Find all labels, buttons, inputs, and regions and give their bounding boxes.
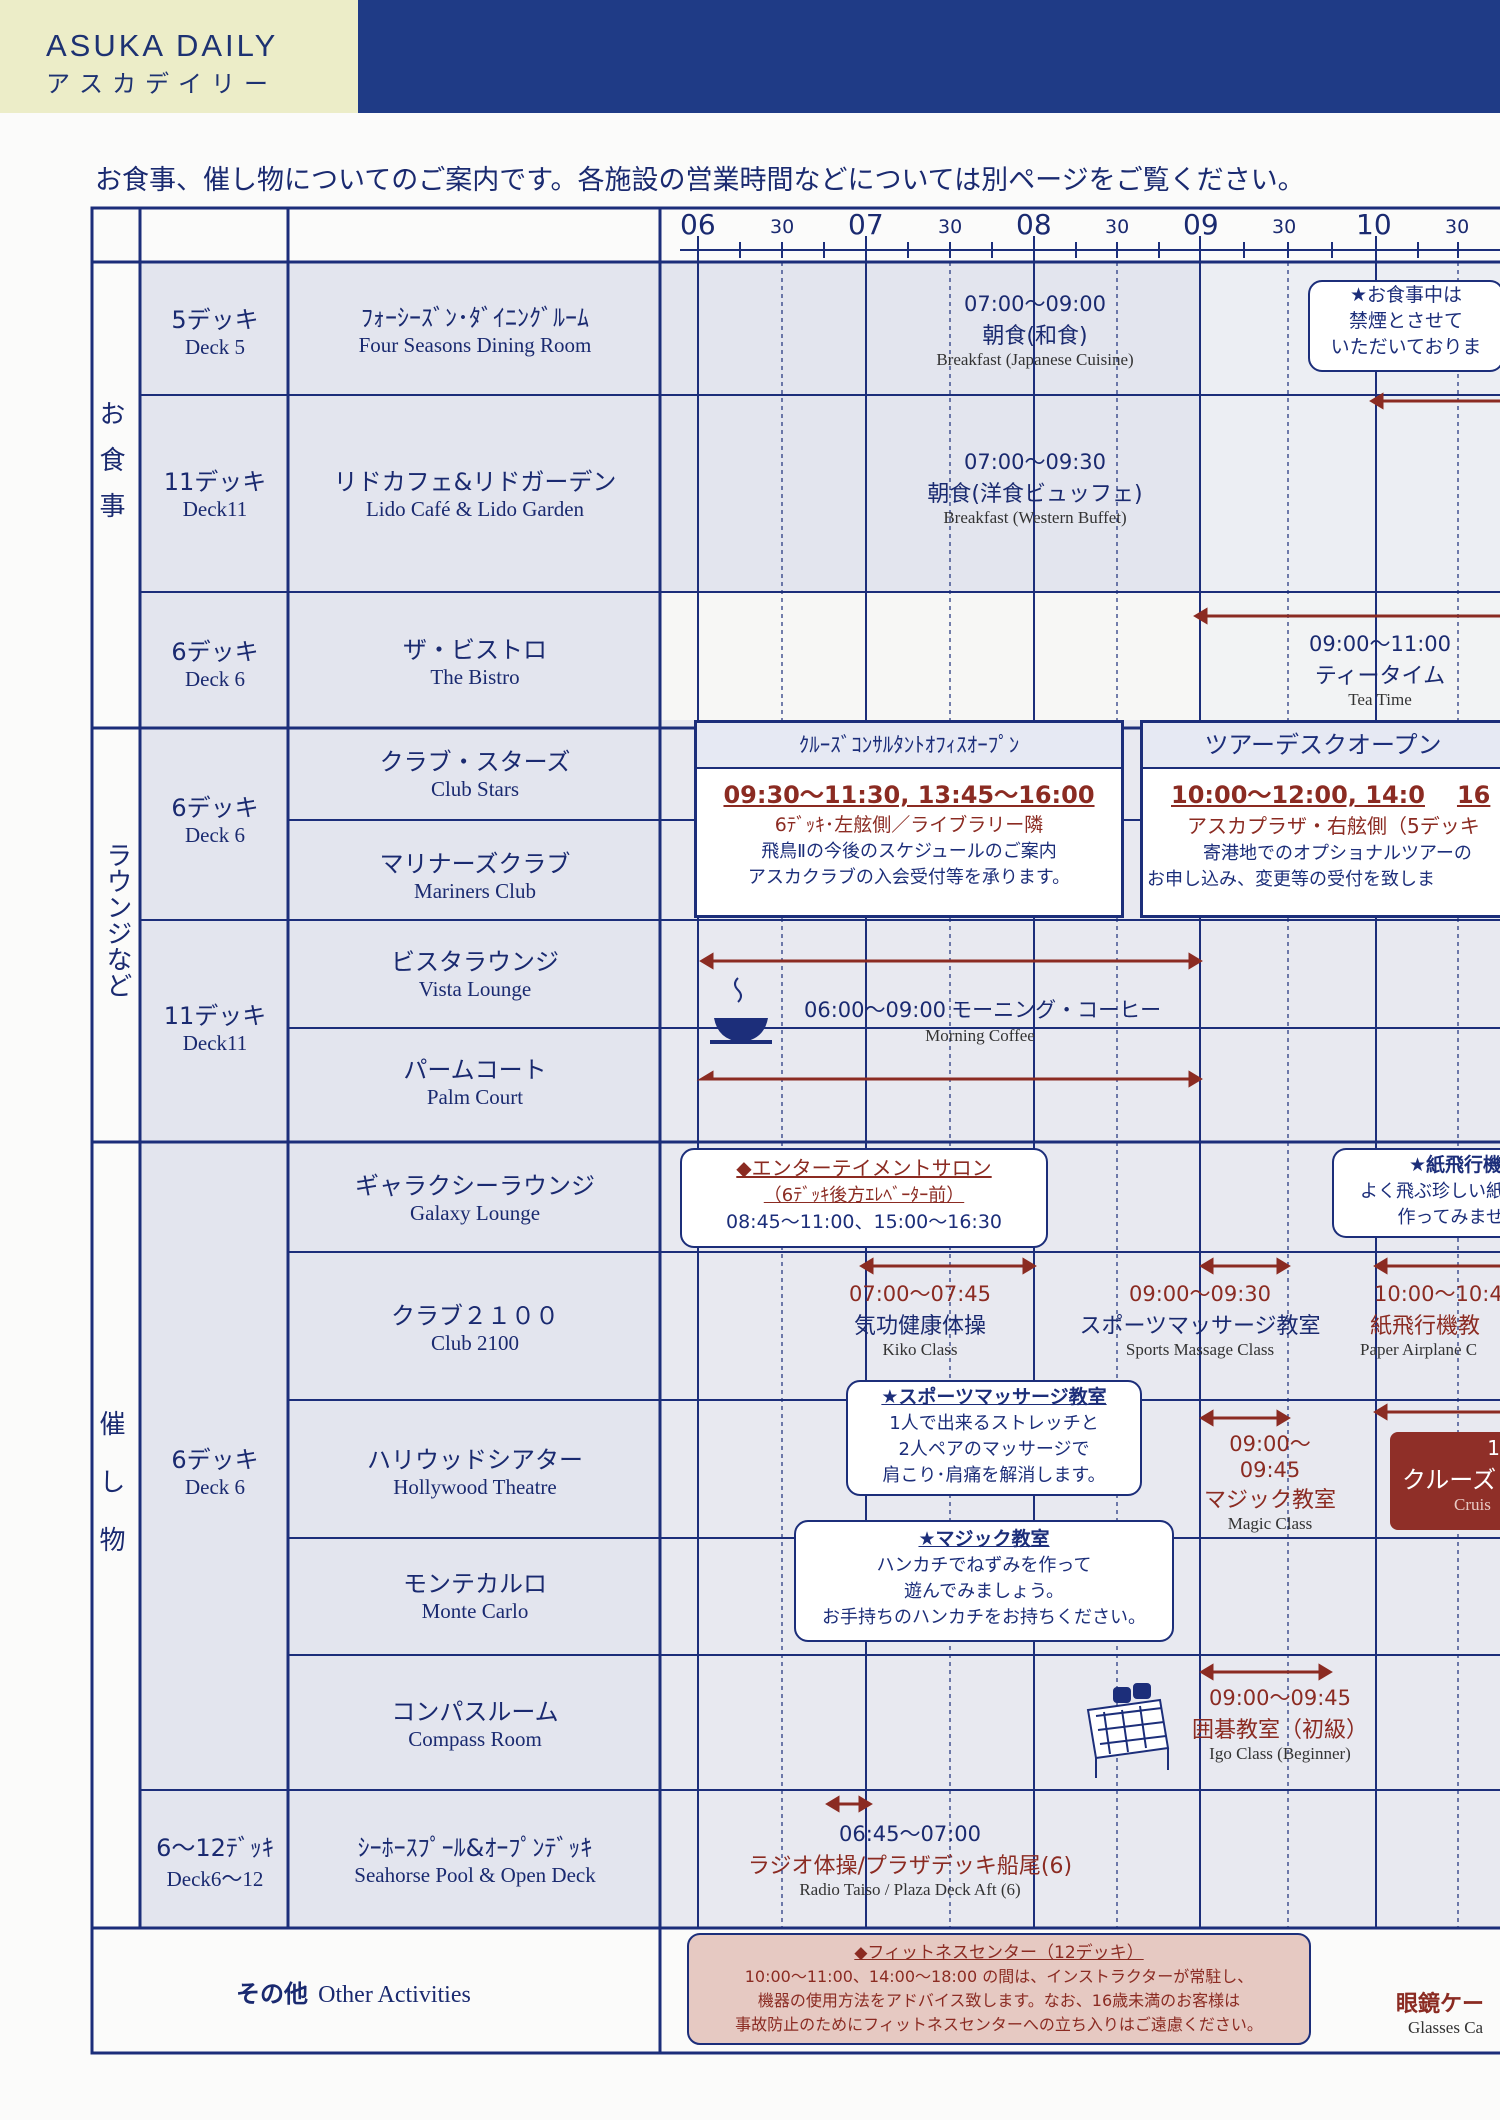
- event-glasses: 眼鏡ケー Glasses Ca: [1396, 1992, 1485, 2037]
- tick-08: 08: [1016, 208, 1052, 241]
- event-magic-class: 09:00〜09:45 マジック教室 Magic Class: [1203, 1432, 1336, 1533]
- magic-note-bubble: ★マジック教室 ハンカチでねずみを作って 遊んでみましょう。 お手持ちのハンカチ…: [794, 1520, 1174, 1642]
- brand-kana: アスカデイリー: [46, 70, 277, 98]
- sports-massage-note: ★スポーツマッサージ教室 1人で出来るストレッチと 2人ペアのマッサージで 肩こ…: [846, 1380, 1142, 1496]
- paper-airplane-note: ★紙飛行機 よく飛ぶ珍しい紙 作ってみませ: [1332, 1148, 1500, 1238]
- event-sports-massage: 09:00〜09:30 スポーツマッサージ教室 Sports Massage C…: [1079, 1282, 1321, 1359]
- category-dining: お食事: [95, 400, 125, 538]
- event-cruise: 1 クルーズ Cruis: [1402, 1436, 1500, 1514]
- brand-name: ASUKA DAILY: [46, 28, 279, 63]
- tick-0630: 30: [770, 216, 795, 238]
- event-paper-airplane: 10:00〜10:4 紙飛行機教 Paper Airplane C: [1360, 1282, 1500, 1359]
- event-radio-taiso: 06:45〜07:00 ラジオ体操/プラザデッキ船尾(6) Radio Tais…: [747, 1822, 1073, 1899]
- event-igo-class: 09:00〜09:45 囲碁教室（初級） Igo Class (Beginner…: [1191, 1686, 1368, 1763]
- tick-09: 09: [1183, 208, 1219, 241]
- igo-board-icon: [1086, 1683, 1170, 1778]
- tick-06: 06: [680, 208, 716, 241]
- entertainment-salon-bubble: ◆エンターテイメントサロン （6ﾃﾞｯｷ後方ｴﾚﾍﾞｰﾀｰ前） 08:45〜11…: [680, 1148, 1048, 1248]
- consultant-office-box: ｸﾙｰｽﾞｺﾝｻﾙﾀﾝﾄｵﾌｨｽｵｰﾌﾟﾝ 09:30〜11:30, 13:45…: [694, 720, 1124, 918]
- event-morning-coffee-en: Morning Coffee: [925, 1026, 1035, 1045]
- event-kiko: 07:00〜07:45 気功健康体操 Kiko Class: [848, 1282, 992, 1359]
- tick-1030: 30: [1445, 216, 1470, 238]
- event-morning-coffee: 06:00〜09:00 モーニング・コーヒー: [804, 998, 1162, 1022]
- other-activities-label: その他 Other Activities: [236, 1980, 471, 2008]
- fitness-center-note: ◆フィットネスセンター（12デッキ） 10:00〜11:00、14:00〜18:…: [735, 1943, 1263, 2034]
- intro-text: お食事、催し物についてのご案内です。各施設の営業時間などについては別ページをご覧…: [95, 165, 1305, 196]
- category-lounge: ラウンジなど: [102, 842, 132, 998]
- coffee-cup-icon: [710, 977, 772, 1044]
- event-breakfast-japanese: 07:00〜09:00 朝食(和食) Breakfast (Japanese C…: [936, 292, 1134, 369]
- event-breakfast-western: 07:00〜09:30 朝食(洋食ビュッフェ) Breakfast (Weste…: [927, 450, 1143, 527]
- tick-0730: 30: [938, 216, 963, 238]
- tick-07: 07: [848, 208, 884, 241]
- tick-10: 10: [1356, 208, 1392, 241]
- tick-0930: 30: [1272, 216, 1297, 238]
- logo-box: [0, 0, 358, 113]
- tick-0830: 30: [1105, 216, 1130, 238]
- category-events: 催し物: [95, 1410, 125, 1584]
- event-tea-time: 09:00〜11:00 ティータイム Tea Time: [1308, 632, 1452, 709]
- smoking-note-bubble: ★お食事中は禁煙とさせていただいておりま: [1308, 280, 1500, 372]
